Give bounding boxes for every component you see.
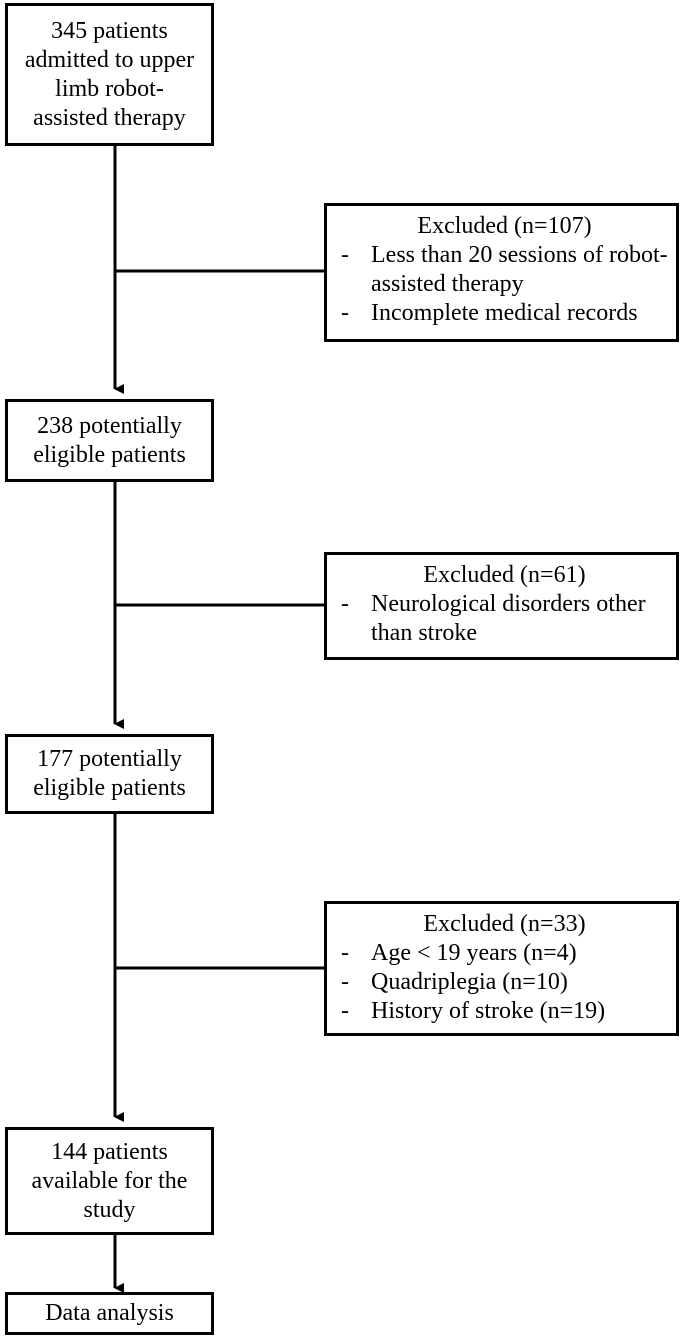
- node-analysis-text: Data analysis: [45, 1300, 174, 1326]
- node-eligible1: 238 potentially eligible patients: [5, 399, 214, 482]
- node-admitted: 345 patients admitted to upper limb robo…: [5, 3, 214, 146]
- exclusion-3-item-text: History of stroke (n=19): [371, 998, 606, 1024]
- exclusion-3-item-text: Quadriplegia (n=10): [371, 969, 568, 995]
- exclusion-box-3: Excluded (n=33) - Age < 19 years (n=4) -…: [324, 901, 679, 1036]
- exclusion-2-item: - Neurological disorders other than stro…: [341, 590, 668, 648]
- exclusion-1-item: - Less than 20 sessions of robot-assiste…: [341, 241, 668, 299]
- exclusion-box-1: Excluded (n=107) - Less than 20 sessions…: [324, 203, 679, 342]
- node-available-text: 144 patients available for the study: [31, 1138, 188, 1223]
- bullet-dash: -: [341, 998, 349, 1024]
- node-available: 144 patients available for the study: [5, 1127, 214, 1235]
- exclusion-1-item-text: Less than 20 sessions of robot-assisted …: [371, 242, 668, 297]
- bullet-dash: -: [341, 969, 349, 995]
- exclusion-2-item-text: Neurological disorders other than stroke: [371, 591, 646, 646]
- exclusion-1-item-text: Incomplete medical records: [371, 300, 638, 326]
- node-eligible2: 177 potentially eligible patients: [5, 734, 214, 814]
- exclusion-3-item-text: Age < 19 years (n=4): [371, 940, 577, 966]
- exclusion-1-item: - Incomplete medical records: [341, 299, 668, 328]
- bullet-dash: -: [341, 940, 349, 966]
- exclusion-3-item: - History of stroke (n=19): [341, 997, 668, 1026]
- exclusion-3-title: Excluded (n=33): [423, 911, 586, 937]
- exclusion-3-item: - Quadriplegia (n=10): [341, 968, 668, 997]
- bullet-dash: -: [341, 300, 349, 326]
- bullet-dash: -: [341, 591, 349, 617]
- node-analysis: Data analysis: [5, 1292, 214, 1335]
- bullet-dash: -: [341, 242, 349, 268]
- node-admitted-text: 345 patients admitted to upper limb robo…: [24, 17, 195, 131]
- node-eligible1-text: 238 potentially eligible patients: [33, 412, 186, 468]
- exclusion-2-title: Excluded (n=61): [423, 562, 586, 588]
- node-eligible2-text: 177 potentially eligible patients: [33, 746, 186, 801]
- exclusion-3-item: - Age < 19 years (n=4): [341, 939, 668, 968]
- exclusion-1-title: Excluded (n=107): [417, 213, 592, 239]
- exclusion-box-2: Excluded (n=61) - Neurological disorders…: [324, 552, 679, 660]
